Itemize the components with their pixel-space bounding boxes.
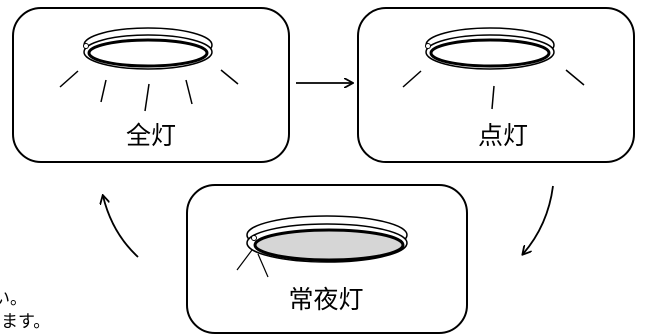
light-rays-three <box>402 69 585 110</box>
panel-label-night-light: 常夜灯 <box>288 285 363 314</box>
panel-normal-light: 点灯 <box>357 7 635 163</box>
panel-night-light: 常夜灯 <box>186 184 468 334</box>
ceiling-light-icon <box>83 27 213 70</box>
arrow-curved-up <box>103 196 139 258</box>
panel-full-light: 全灯 <box>12 7 290 163</box>
ceiling-light-icon <box>425 27 555 70</box>
panel-frame <box>12 7 290 163</box>
light-rays-five <box>59 69 239 112</box>
night-light-rays <box>236 249 269 278</box>
cutoff-text-line-1: い。 <box>0 289 27 309</box>
cutoff-text-line-2: ります。 <box>0 312 50 332</box>
ceiling-light-night-icon <box>246 215 408 263</box>
panel-label-normal-light: 点灯 <box>478 121 528 150</box>
arrow-curved-down <box>523 185 554 254</box>
panel-label-full-light: 全灯 <box>126 121 176 150</box>
